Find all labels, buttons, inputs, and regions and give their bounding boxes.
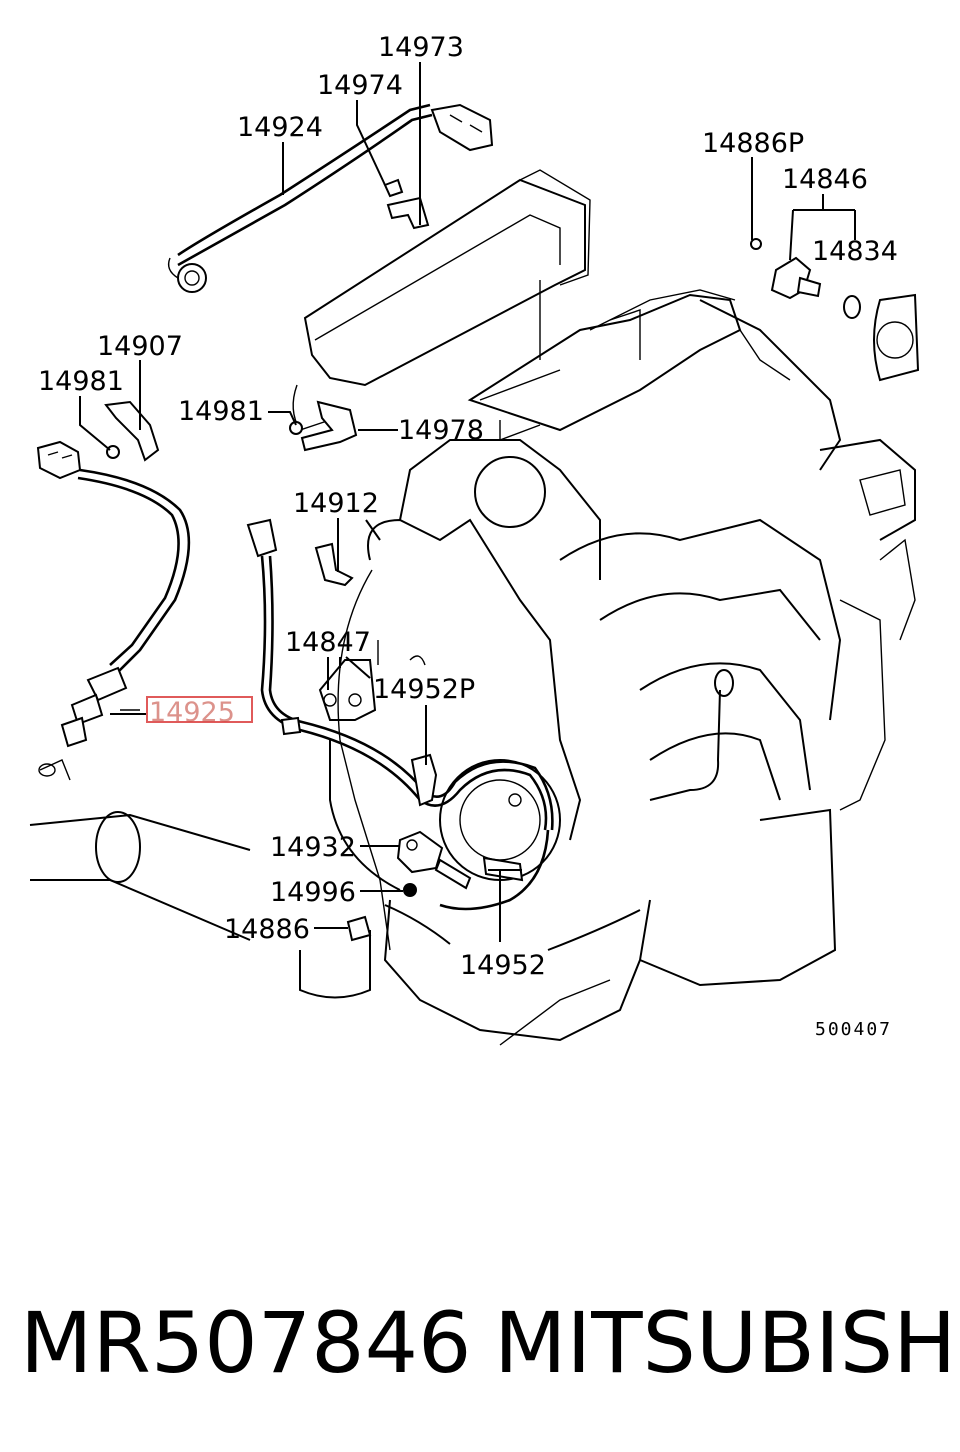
label-14974: 14974 [317, 70, 403, 101]
drawing-number: 500407 [815, 1019, 892, 1040]
callout-labels: 14973 14974 14924 14886P 14846 14834 149… [38, 32, 898, 981]
brand-caption: MITSUBISHI [494, 1294, 960, 1392]
label-14925-highlighted[interactable]: 14925 [149, 697, 235, 728]
label-14932: 14932 [270, 832, 356, 863]
label-14981-center: 14981 [178, 396, 264, 427]
engine-parts-diagram: 14973 14974 14924 14886P 14846 14834 149… [29, 32, 920, 1046]
label-14978: 14978 [398, 415, 484, 446]
label-14846: 14846 [782, 164, 868, 195]
label-14834: 14834 [812, 236, 898, 267]
label-14847: 14847 [285, 627, 371, 658]
part-number-caption: MR507846 [20, 1294, 472, 1392]
parts [36, 103, 861, 942]
label-14924: 14924 [237, 112, 323, 143]
engine-drawing [29, 169, 920, 1046]
label-14886P: 14886P [702, 128, 804, 159]
label-14886: 14886 [224, 914, 310, 945]
label-14952: 14952 [460, 950, 546, 981]
label-14952P: 14952P [373, 674, 475, 705]
leader-lines [79, 62, 856, 951]
label-14996: 14996 [270, 877, 356, 908]
label-14981-left: 14981 [38, 366, 124, 397]
label-14973: 14973 [378, 32, 464, 63]
highlight-box-14925 [146, 696, 253, 723]
label-14912: 14912 [293, 488, 379, 519]
label-14907: 14907 [97, 331, 183, 362]
